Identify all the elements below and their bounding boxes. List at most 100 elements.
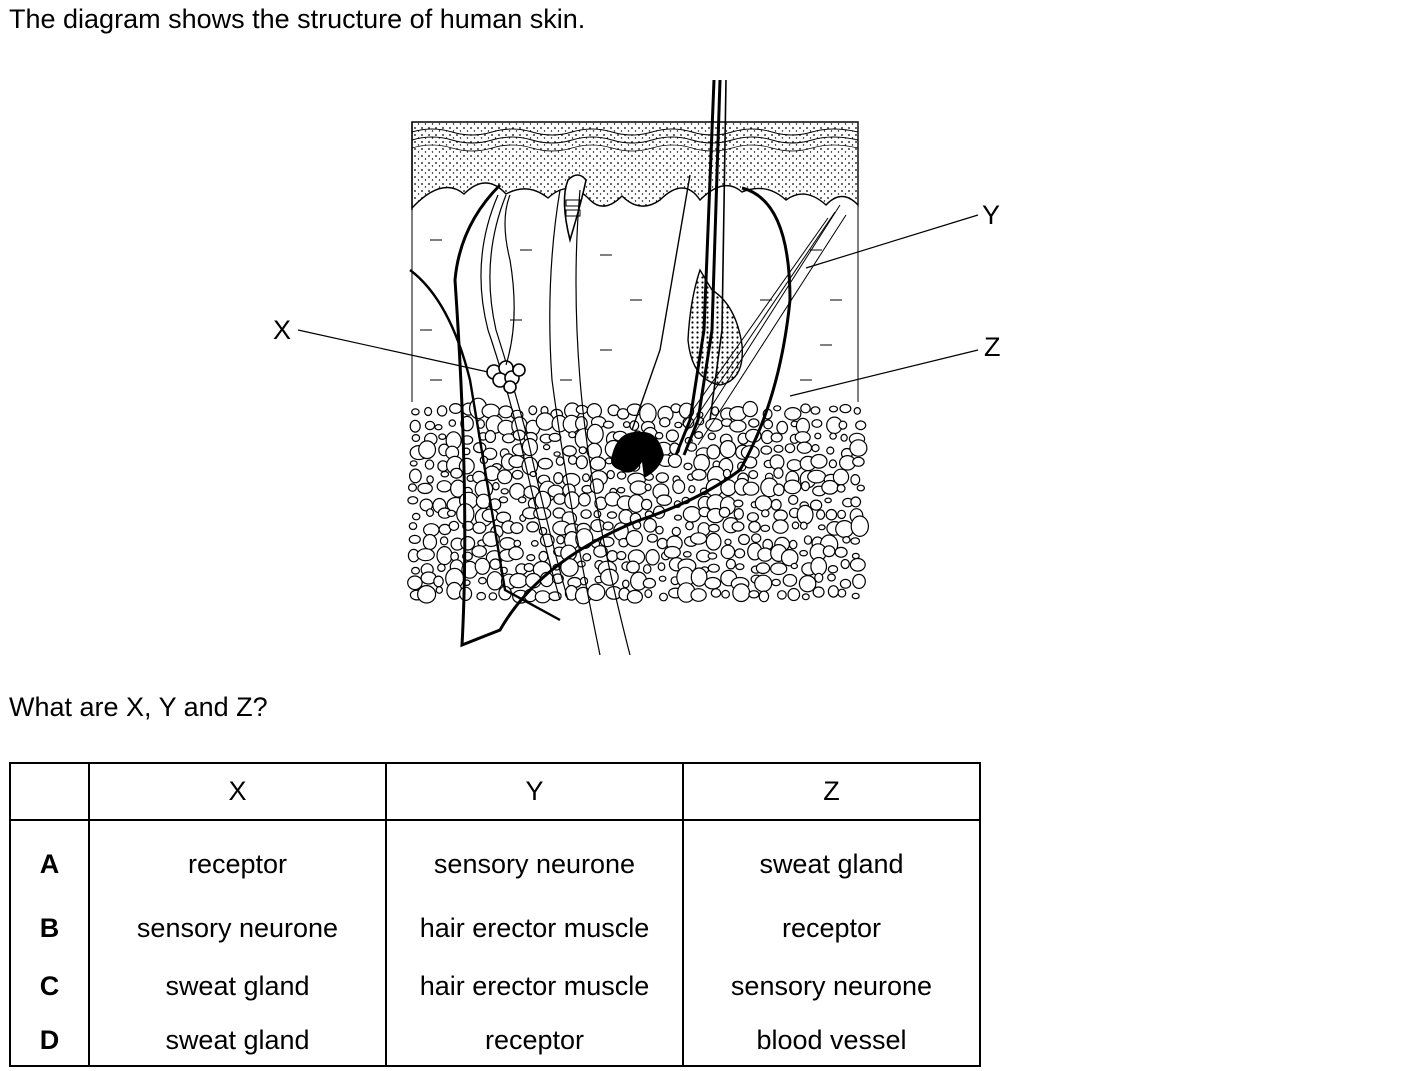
fat-cell [827,573,836,582]
fat-cell [800,403,811,414]
fat-cell [575,455,589,470]
fat-cell [579,576,589,586]
fat-cell [407,496,419,505]
fat-cell [849,557,866,572]
fat-cell [822,545,836,558]
fat-cell [773,467,784,479]
fat-cell [790,562,799,570]
fat-cell [693,453,710,472]
fat-cell [682,505,702,523]
fat-cell [622,421,631,429]
fat-cell [839,403,852,414]
fat-cell [600,568,619,586]
table-row: A receptor sensory neurone sweat gland [9,820,981,899]
fat-cell [835,519,854,538]
fat-cell [606,511,618,519]
fat-cell [424,420,436,431]
fat-cell [643,517,657,533]
fat-cell [718,506,731,519]
fat-cell [707,552,718,560]
fat-cell [586,423,604,445]
fat-cell [755,562,771,575]
fat-cell [724,538,732,546]
fat-cell [827,585,840,598]
fat-cell [553,451,561,457]
fat-cell [526,553,536,562]
fat-cell [578,492,591,507]
fat-cell [534,590,551,604]
option-key: A [9,820,90,899]
fat-cell [562,445,577,457]
fat-cell [553,493,567,505]
fat-cell [787,587,801,602]
fat-cell [659,417,671,428]
fat-cell [734,548,746,559]
fat-cell [448,419,457,427]
fat-cell [705,532,722,551]
fat-cell [786,459,803,472]
fat-cell [758,590,770,603]
label-z: Z [984,332,1001,362]
fat-cell [837,509,847,520]
fat-cell [798,575,817,593]
fat-cell [839,578,852,589]
fat-cell [729,419,747,433]
fat-cell [510,522,524,535]
fat-cell [422,533,438,551]
option-x: sweat gland [88,957,387,1015]
fat-cell [688,485,696,494]
fat-cell [654,431,664,440]
fat-cell [535,412,555,431]
fat-cell [733,499,744,508]
fat-cell [656,494,673,506]
fat-cell [409,460,418,467]
fat-cell [606,469,615,480]
fat-cell [408,534,421,545]
fat-cell [646,533,659,543]
fat-cell [411,434,421,443]
fat-cell [850,515,870,537]
fat-cell [855,420,867,431]
fat-cell [760,509,770,518]
fat-cell [811,444,820,453]
fat-cell [777,590,787,600]
fat-cell [733,508,745,520]
fat-cell [836,484,846,493]
fat-cell [580,509,592,519]
fat-cell [811,419,823,428]
fat-cell [438,433,447,441]
fat-cell [476,591,487,601]
fat-cell [683,462,693,471]
fat-cell [742,400,758,418]
fat-cell [796,504,814,525]
fat-cell [655,472,670,484]
fat-cell [658,575,667,582]
fat-cell [814,432,822,440]
fat-cell [810,406,821,415]
intro-text: The diagram shows the structure of human… [9,4,586,34]
fat-cell [418,440,437,460]
fat-cell [446,509,456,518]
fat-cell [788,494,799,505]
fat-cell [655,525,664,535]
fat-cell [645,548,660,566]
answer-table: X Y Z A receptor sensory neurone sweat g… [9,762,981,1067]
fat-cell [538,550,549,563]
fat-cell [834,546,848,558]
fat-cell [446,581,463,600]
fat-cell [732,583,751,603]
fat-cell [553,472,564,485]
fat-cell [850,474,861,486]
fat-cell [826,446,835,455]
fat-cell [812,586,825,598]
fat-cell [748,470,759,480]
fat-cell [667,453,683,468]
fat-cell [542,444,551,451]
fat-cell [528,405,538,416]
fat-cell [656,537,669,550]
fat-cell [424,459,435,470]
option-z: sensory neurone [682,957,981,1015]
fat-cell [784,443,796,454]
fat-cell [435,586,443,594]
fat-cell [555,456,565,466]
